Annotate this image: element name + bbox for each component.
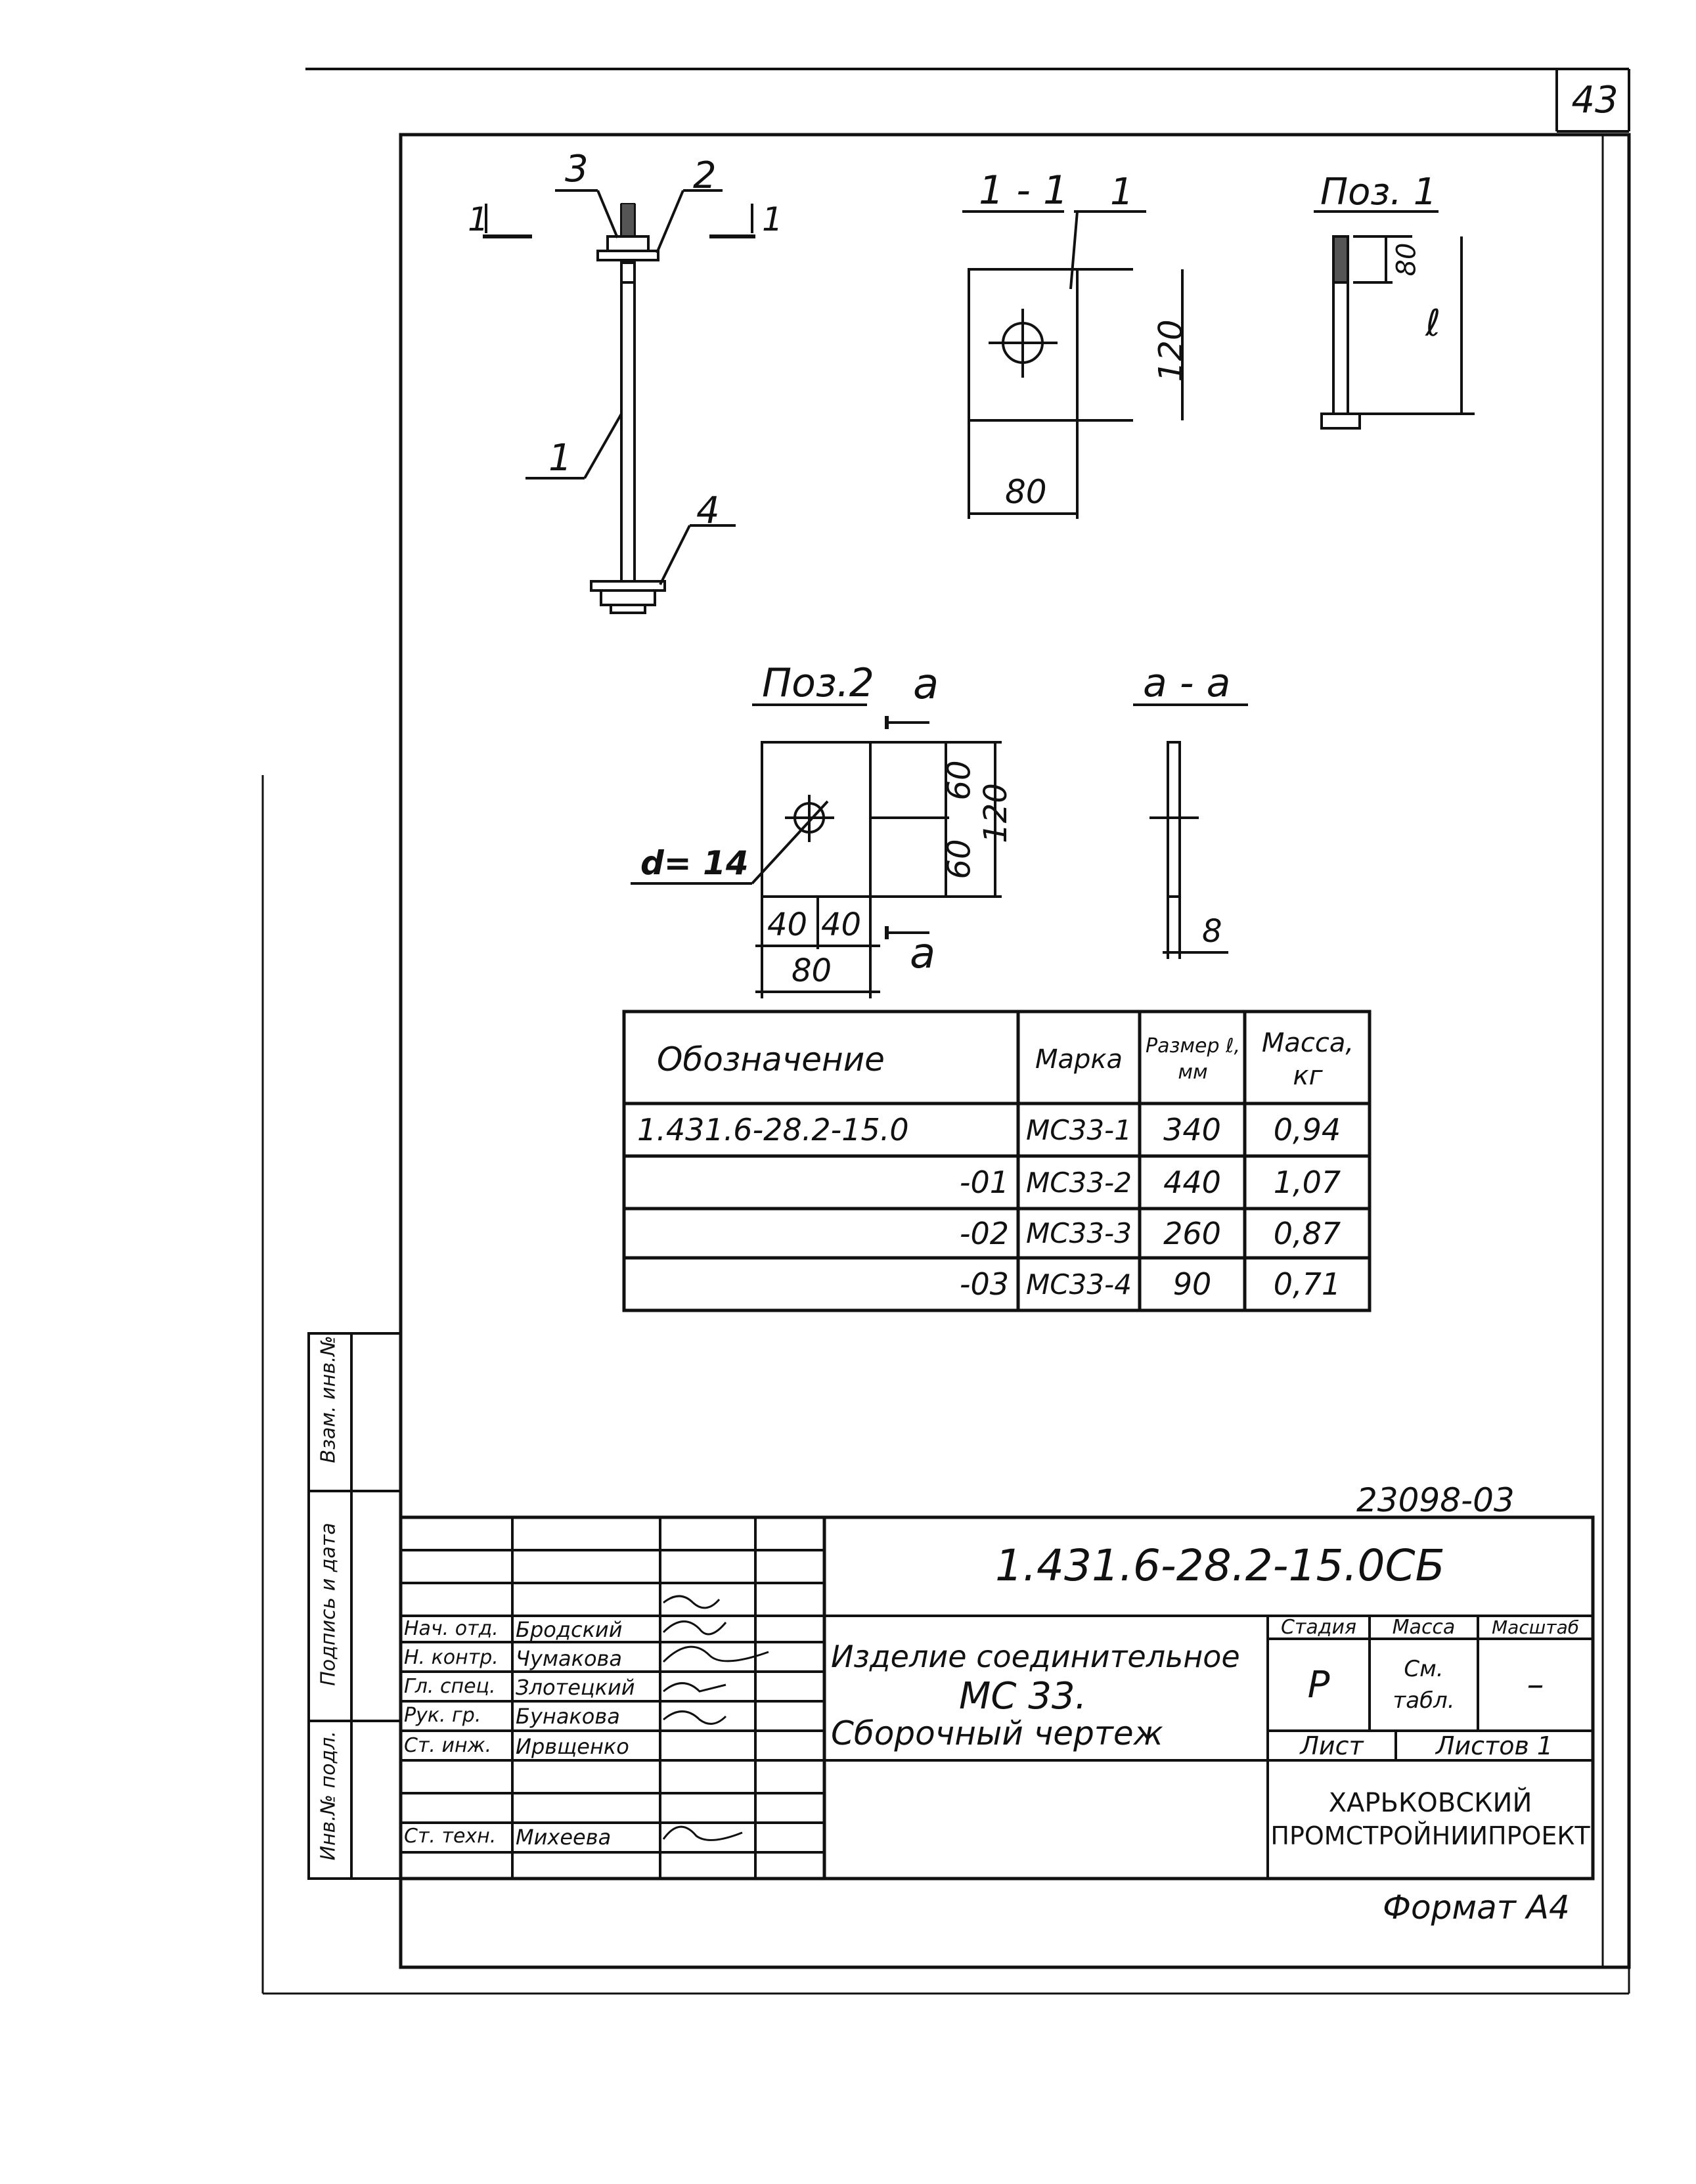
table-row-1-designation: 1.431.6-28.2-15.0 — [637, 1112, 909, 1148]
table-row-1-mass: 0,94 — [1273, 1112, 1341, 1148]
signature-role: Нач. отд. — [404, 1617, 499, 1640]
signature-name: Злотецкий — [516, 1675, 635, 1700]
pos2-view — [631, 703, 1002, 998]
pos2-dim-40-left: 40 — [767, 906, 808, 943]
callout-3: 3 — [565, 148, 589, 190]
table-row-4-size: 90 — [1172, 1266, 1212, 1302]
pos2-section-mark-bottom: а — [910, 929, 936, 978]
section-a-a-dim-thickness: 8 — [1202, 913, 1222, 950]
organization-line2: ПРОМСТРОЙНИИПРОЕКТ — [1270, 1821, 1590, 1850]
organization-line1: ХАРЬКОВСКИЙ — [1328, 1788, 1532, 1818]
callout-1: 1 — [548, 437, 572, 479]
table-header-designation: Обозначение — [657, 1040, 885, 1079]
product-name-line3: Сборочный чертеж — [831, 1714, 1163, 1752]
table-row-4-mass: 0,71 — [1273, 1266, 1341, 1302]
signature-role: Н. контр. — [404, 1646, 499, 1669]
pos2-hole-diameter: d= 14 — [640, 844, 749, 882]
product-name-line1: Изделие соединительное — [831, 1639, 1240, 1674]
section-a-a-title: а - а — [1143, 660, 1231, 706]
signature-role: Гл. спец. — [404, 1675, 496, 1698]
section-a-a-view — [1133, 703, 1248, 959]
signature-name: Михеева — [516, 1825, 612, 1850]
inventory-number: 23098-03 — [1356, 1481, 1515, 1519]
signature-role: Рук. гр. — [404, 1704, 481, 1727]
stage-value: Р — [1307, 1663, 1330, 1706]
table-row-3-size: 260 — [1163, 1215, 1221, 1251]
header-stage: Стадия — [1280, 1616, 1357, 1639]
sheet-number: 43 — [1571, 79, 1618, 122]
table-header-mark: Марка — [1035, 1044, 1123, 1075]
header-scale: Масштаб — [1491, 1616, 1580, 1638]
table-row-1-mark: МС33-1 — [1026, 1113, 1132, 1146]
table-row-2-designation: -01 — [959, 1165, 1009, 1200]
table-row-1-size: 340 — [1163, 1112, 1221, 1148]
spec-table-grid — [622, 1010, 1372, 1312]
table-row-2-size: 440 — [1163, 1165, 1221, 1200]
signature-name: Бродский — [516, 1617, 623, 1642]
pos2-title: Поз.2 — [762, 660, 874, 706]
table-row-2-mark: МС33-2 — [1026, 1166, 1132, 1199]
signature-role: Ст. инж. — [404, 1734, 492, 1757]
table-row-4-mark: МС33-4 — [1026, 1268, 1132, 1301]
signature-name: Ирвщенко — [516, 1734, 629, 1759]
sheets-count: Листов 1 — [1435, 1731, 1553, 1760]
table-row-3-mass: 0,87 — [1273, 1215, 1341, 1251]
pos1-view — [1314, 210, 1475, 430]
assembly-view — [483, 189, 755, 614]
callout-4: 4 — [696, 489, 720, 532]
section-mark-right: 1 — [762, 200, 783, 238]
signature-name: Бунакова — [516, 1704, 620, 1729]
mass-value: См. табл. — [1393, 1656, 1455, 1714]
section-1-1-title: 1 - 1 — [979, 167, 1069, 213]
callout-2: 2 — [693, 154, 717, 197]
section-1-1-dim-width: 80 — [1005, 473, 1047, 511]
table-header-mass: Масса, кг — [1261, 1027, 1354, 1091]
signature-name: Чумакова — [516, 1646, 622, 1671]
pos1-dim-length: ℓ — [1425, 302, 1441, 345]
paper-format: Формат А4 — [1383, 1888, 1570, 1927]
pos1-title: Поз. 1 — [1320, 171, 1437, 213]
table-row-3-designation: -02 — [959, 1215, 1009, 1251]
pos2-dim-40-right: 40 — [821, 906, 862, 943]
table-row-3-mark: МС33-3 — [1026, 1217, 1132, 1249]
pos2-dim-width: 80 — [792, 952, 832, 989]
table-header-size: Размер ℓ, мм — [1145, 1034, 1241, 1084]
pos2-section-mark-top: а — [913, 660, 939, 709]
section-1-1-view — [962, 210, 1184, 519]
header-mass: Масса — [1392, 1616, 1456, 1639]
table-row-4-designation: -03 — [959, 1266, 1009, 1302]
document-code: 1.431.6-28.2-15.0СБ — [995, 1540, 1445, 1591]
signature-role: Ст. техн. — [404, 1825, 497, 1848]
sheet-label: Лист — [1300, 1731, 1364, 1760]
section-1-1-callout: 1 — [1110, 171, 1134, 213]
product-name-line2: МС 33. — [959, 1675, 1087, 1718]
section-mark-left: 1 — [468, 200, 489, 238]
scale-value: – — [1527, 1665, 1544, 1705]
table-row-2-mass: 1,07 — [1273, 1165, 1341, 1200]
